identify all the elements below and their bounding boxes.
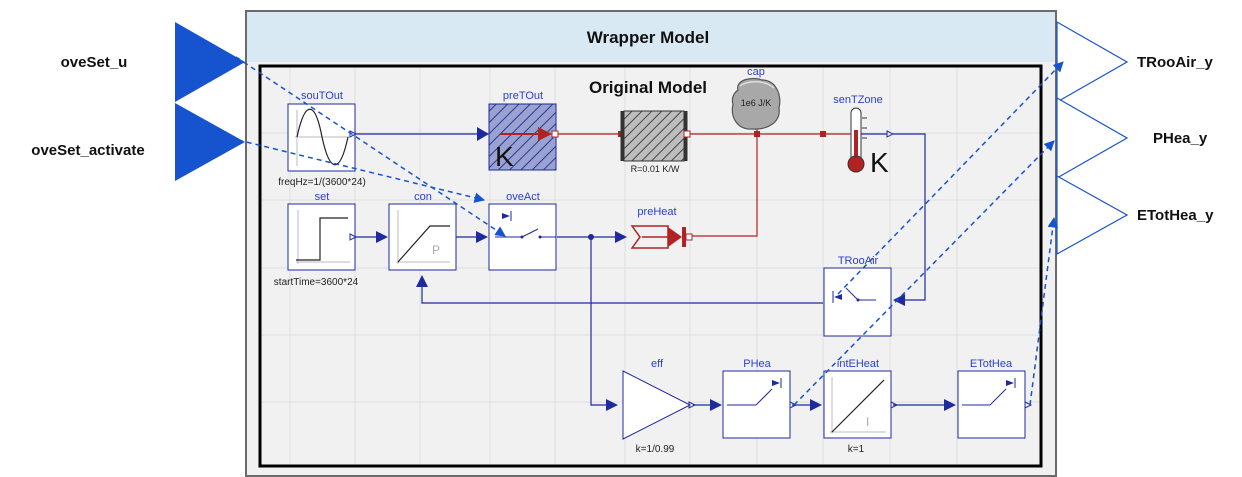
block-souTOut[interactable]: souTOut freqHz=1/(3600*24) [278,90,366,188]
block-name-preHeat: preHeat [637,206,676,218]
block-name-cap: cap [747,66,765,78]
block-cap[interactable]: cap 1e6 J/K [731,66,781,130]
block-param-cap: 1e6 J/K [741,98,772,108]
dashed-connections [235,56,1064,406]
block-con[interactable]: con P [388,191,457,271]
signal-arrowheads [376,127,956,411]
dashed-ETotHea-to-output [1029,216,1059,406]
block-res[interactable]: res R=0.01 K/W [620,110,691,174]
output-label-PHea_y: PHea_y [1153,130,1208,147]
block-preHeat[interactable]: preHeat [630,206,693,249]
block-glyph-intEHeat: I [866,415,869,429]
output-port-triangle [1056,174,1129,256]
wrapper-title: Wrapper Model [587,28,709,47]
input-label-oveSet_activate: oveSet_activate [31,142,144,159]
block-name-set: set [315,191,330,203]
block-param-souTOut: freqHz=1/(3600*24) [278,177,366,188]
block-preTOut[interactable]: preTOut K [488,90,559,172]
output-label-TRooAir_y: TRooAir_y [1137,54,1214,71]
original-model-frame [258,64,1043,468]
input-label-oveSet_u: oveSet_u [61,54,128,71]
input-port-triangle [175,103,245,181]
output-PHea_y[interactable]: PHea_y [1056,96,1208,180]
block-PHea[interactable]: PHea [722,358,798,439]
block-name-oveAct: oveAct [506,191,540,203]
block-name-TRooAir: TRooAir [838,255,879,267]
block-oveAct[interactable]: oveAct [488,191,557,271]
block-param-intEHeat: k=1 [848,444,865,455]
output-label-ETotHea_y: ETotHea_y [1137,207,1214,224]
original-model-title: Original Model [589,78,707,97]
block-param-eff: k=1/0.99 [636,444,675,455]
block-TRooAir[interactable]: TRooAir [823,255,892,337]
block-param-set: startTime=3600*24 [274,277,359,288]
block-name-eff: eff [651,358,664,370]
block-set[interactable]: set startTime=3600*24 [274,191,359,288]
output-port-triangle [1056,96,1129,180]
block-name-souTOut: souTOut [301,90,343,102]
block-name-PHea: PHea [743,358,771,370]
output-TRooAir_y[interactable]: TRooAir_y [1056,20,1214,104]
block-intEHeat[interactable]: intEHeat I k=1 [823,358,899,455]
input-oveSet_u[interactable]: oveSet_u [61,22,245,102]
block-ETotHea[interactable]: ETotHea [957,358,1033,439]
block-name-con: con [414,191,432,203]
dashed-activate-to-oveAct [237,139,486,203]
block-glyph-senTZone: K [870,147,889,178]
wrapper-title-bar [247,12,1055,62]
input-port-triangle [175,22,245,102]
output-port-triangle [1056,20,1129,104]
block-name-preTOut: preTOut [503,90,543,102]
output-ETotHea_y[interactable]: ETotHea_y [1056,174,1214,256]
block-senTZone[interactable]: senTZone K [826,94,895,178]
dashed-PHea-to-output [793,140,1055,406]
block-eff[interactable]: eff k=1/0.99 [622,358,697,455]
input-oveSet_activate[interactable]: oveSet_activate [31,103,245,181]
block-name-ETotHea: ETotHea [970,358,1013,370]
signal-junction [588,234,594,240]
block-glyph-con: P [432,243,440,257]
block-glyph-preTOut: K [495,141,514,172]
block-name-senTZone: senTZone [833,94,883,106]
block-param-res: R=0.01 K/W [631,164,680,174]
block-name-intEHeat: intEHeat [837,358,879,370]
